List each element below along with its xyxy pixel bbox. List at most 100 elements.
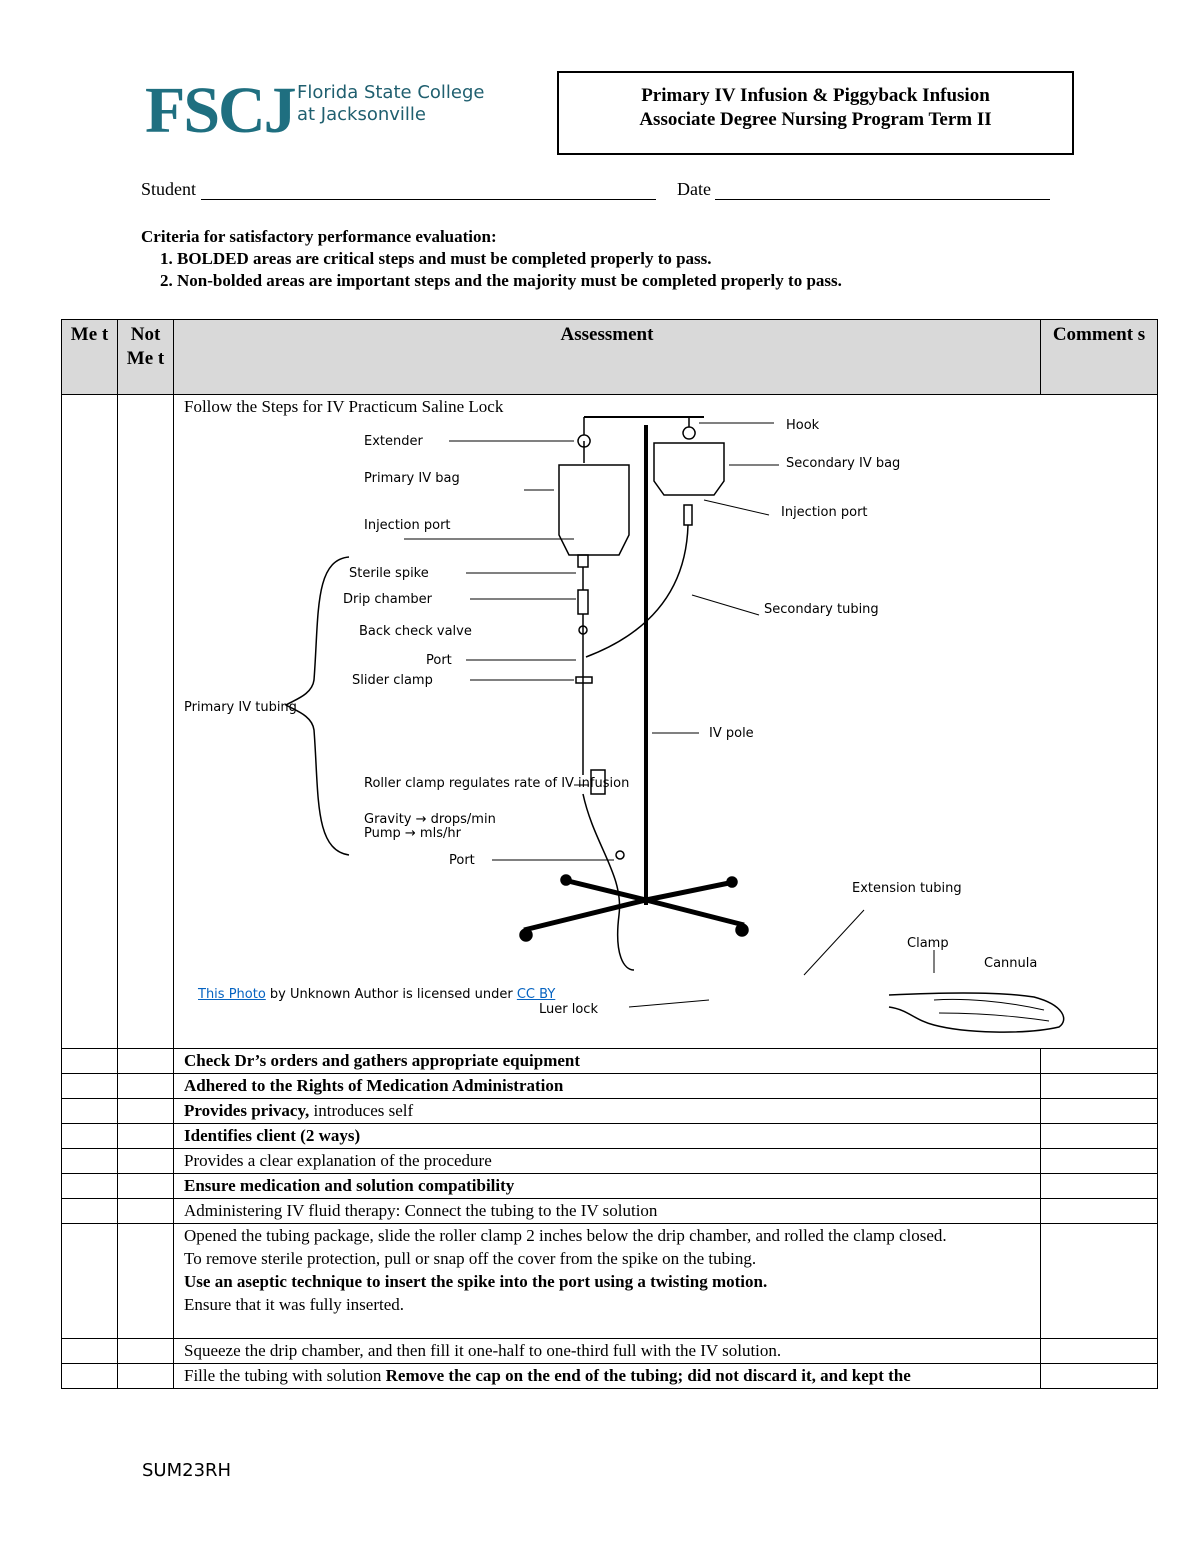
not-met-checkbox-cell[interactable] xyxy=(117,1173,174,1199)
label-extender: Extender xyxy=(364,434,423,449)
leader-line xyxy=(691,594,760,616)
met-checkbox-cell[interactable] xyxy=(61,1098,118,1124)
step-text: Check Dr’s orders and gathers appropriat… xyxy=(173,1048,1041,1074)
met-checkbox-cell[interactable] xyxy=(61,1223,118,1339)
comment-cell[interactable] xyxy=(1040,1073,1158,1099)
comment-cell[interactable] xyxy=(1040,1098,1158,1124)
step-text: Fille the tubing with solution Remove th… xyxy=(173,1363,1041,1389)
comment-cell[interactable] xyxy=(1040,1363,1158,1389)
student-label: Student xyxy=(141,179,197,199)
logo-college-name: Florida State College at Jacksonville xyxy=(297,82,485,125)
criteria-item: Non-bolded areas are important steps and… xyxy=(177,270,842,292)
table-row: Fille the tubing with solution Remove th… xyxy=(61,1363,1158,1389)
met-checkbox-cell[interactable] xyxy=(61,1048,118,1074)
table-row: Opened the tubing package, slide the rol… xyxy=(61,1223,1158,1339)
comment-cell[interactable] xyxy=(1040,1198,1158,1224)
met-checkbox-cell[interactable] xyxy=(61,1173,118,1199)
label-injection-port-right: Injection port xyxy=(781,505,868,520)
comment-cell[interactable] xyxy=(1040,1338,1158,1364)
pole-base-leg xyxy=(523,897,647,933)
hand-outline xyxy=(888,992,1065,1033)
step-text: Squeeze the drip chamber, and then fill … xyxy=(173,1338,1041,1364)
step-text: Administering IV fluid therapy: Connect … xyxy=(173,1198,1041,1224)
primary-tubing-lower xyxy=(582,793,635,971)
not-met-checkbox-cell[interactable] xyxy=(117,394,174,1049)
met-checkbox-cell[interactable] xyxy=(61,1338,118,1364)
not-met-checkbox-cell[interactable] xyxy=(117,1223,174,1339)
leader-line xyxy=(803,909,865,976)
label-roller-clamp: Roller clamp regulates rate of IV infusi… xyxy=(364,776,629,791)
not-met-checkbox-cell[interactable] xyxy=(117,1073,174,1099)
not-met-checkbox-cell[interactable] xyxy=(117,1098,174,1124)
step-line: Ensure that it was fully inserted. xyxy=(184,1295,405,1314)
pole-wheel xyxy=(560,874,572,886)
step-text: Identifies client (2 ways) xyxy=(173,1123,1041,1149)
label-hook: Hook xyxy=(786,418,820,433)
photo-credit: This Photo by Unknown Author is licensed… xyxy=(198,987,555,1002)
not-met-checkbox-cell[interactable] xyxy=(117,1148,174,1174)
met-checkbox-cell[interactable] xyxy=(61,1198,118,1224)
label-sterile-spike: Sterile spike xyxy=(349,566,429,581)
back-check-valve xyxy=(578,625,588,635)
label-injection-port-left: Injection port xyxy=(364,518,451,533)
header-not-met: Not Me t xyxy=(117,319,174,395)
met-checkbox-cell[interactable] xyxy=(61,1363,118,1389)
iv-setup-illustration: Hook Extender Primary IV bag Secondary I… xyxy=(184,416,1065,1033)
primary-injection-port xyxy=(577,554,589,568)
label-extension-tubing: Extension tubing xyxy=(852,881,962,896)
diagram-row: Follow the Steps for IV Practicum Saline… xyxy=(61,394,1158,1049)
table-row: Squeeze the drip chamber, and then fill … xyxy=(61,1338,1158,1364)
label-pump: Pump → mls/hr xyxy=(364,826,462,841)
header-comments: Comment s xyxy=(1040,319,1158,395)
comment-cell[interactable] xyxy=(1040,1173,1158,1199)
criteria-heading: Criteria for satisfactory performance ev… xyxy=(141,227,497,246)
drip-chamber xyxy=(577,589,589,615)
met-checkbox-cell[interactable] xyxy=(61,1073,118,1099)
label-luer-lock: Luer lock xyxy=(539,1002,598,1017)
comment-cell[interactable] xyxy=(1040,1148,1158,1174)
diagram-cell: Follow the Steps for IV Practicum Saline… xyxy=(173,394,1158,1049)
assessment-table: Me t Not Me t Assessment Comment s Follo… xyxy=(61,319,1158,1389)
pole-base-leg xyxy=(645,897,745,928)
student-field[interactable]: Student xyxy=(141,179,656,200)
comment-cell[interactable] xyxy=(1040,1123,1158,1149)
label-secondary-tubing: Secondary tubing xyxy=(764,602,879,617)
license-link[interactable]: CC BY xyxy=(516,987,556,1002)
not-met-checkbox-cell[interactable] xyxy=(117,1363,174,1389)
secondary-tubing xyxy=(585,524,689,658)
step-text: Provides a clear explanation of the proc… xyxy=(173,1148,1041,1174)
label-cannula: Cannula xyxy=(984,956,1037,971)
label-port-lower: Port xyxy=(449,853,475,868)
step-text: Opened the tubing package, slide the rol… xyxy=(173,1223,1041,1339)
student-blank[interactable] xyxy=(200,179,656,200)
not-met-checkbox-cell[interactable] xyxy=(117,1198,174,1224)
step-text: Ensure medication and solution compatibi… xyxy=(173,1173,1041,1199)
date-field[interactable]: Date xyxy=(677,179,1051,200)
not-met-checkbox-cell[interactable] xyxy=(117,1338,174,1364)
label-primary-bag-text: Primary IV bag xyxy=(364,471,460,486)
table-row: Provides a clear explanation of the proc… xyxy=(61,1148,1158,1174)
date-blank[interactable] xyxy=(715,179,1051,200)
document-title-box: Primary IV Infusion & Piggyback Infusion… xyxy=(557,71,1074,155)
photo-link[interactable]: This Photo xyxy=(198,987,266,1002)
met-checkbox-cell[interactable] xyxy=(61,1148,118,1174)
not-met-checkbox-cell[interactable] xyxy=(117,1048,174,1074)
secondary-hook xyxy=(682,417,696,440)
table-row: Administering IV fluid therapy: Connect … xyxy=(61,1198,1158,1224)
step-text-bold: Remove the cap on the end of the tubing;… xyxy=(385,1366,911,1385)
met-checkbox-cell[interactable] xyxy=(61,394,118,1049)
comment-cell[interactable] xyxy=(1040,1048,1158,1074)
label-slider-clamp: Slider clamp xyxy=(352,673,433,688)
criteria-item: BOLDED areas are critical steps and must… xyxy=(177,248,842,270)
met-checkbox-cell[interactable] xyxy=(61,1123,118,1149)
label-secondary-bag: Secondary IV bag xyxy=(786,456,900,471)
table-row: Check Dr’s orders and gathers appropriat… xyxy=(61,1048,1158,1074)
date-label: Date xyxy=(677,179,711,199)
pole-wheel xyxy=(519,928,533,942)
step-line: To remove sterile protection, pull or sn… xyxy=(184,1249,757,1268)
label-gravity: Gravity → drops/min xyxy=(364,812,496,827)
not-met-checkbox-cell[interactable] xyxy=(117,1123,174,1149)
leader-line xyxy=(628,999,710,1008)
document-subtitle: Associate Degree Nursing Program Term II xyxy=(639,109,992,130)
comment-cell[interactable] xyxy=(1040,1223,1158,1339)
